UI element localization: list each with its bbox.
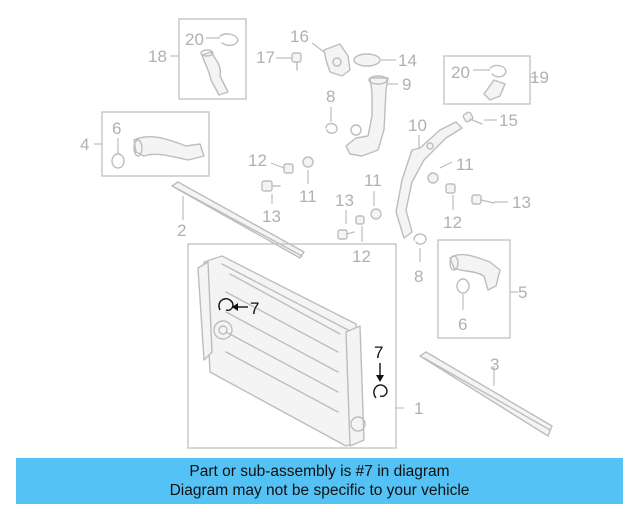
callout-3: 3 xyxy=(490,355,499,374)
callout-14: 14 xyxy=(398,51,417,70)
inset-box-5 xyxy=(437,239,511,339)
callout-2: 2 xyxy=(177,221,186,240)
clamp-14: 14 xyxy=(353,51,417,70)
callout-16: 16 xyxy=(290,27,309,46)
clip-8-lower: 8 xyxy=(413,233,427,286)
bolt-13c-icon xyxy=(471,194,482,205)
clip-8-lower-icon xyxy=(413,233,427,245)
bolt-13b-icon xyxy=(337,229,348,240)
pipe-10-icon xyxy=(395,121,463,239)
callout-12-b: 12 xyxy=(352,247,371,266)
bolt-17: 17 xyxy=(256,48,302,71)
bolt-12b-icon xyxy=(355,215,365,225)
inset-box-18 xyxy=(178,18,247,100)
callout-6-top: 6 xyxy=(112,119,121,138)
hose-clip-7-right-icon xyxy=(373,384,388,399)
bolt-15: 15 xyxy=(462,111,518,130)
hardware-group-left: 12 11 13 xyxy=(248,151,317,226)
callout-15: 15 xyxy=(499,111,518,130)
hose-4-icon xyxy=(133,136,205,161)
inset-box-1 xyxy=(187,243,397,449)
callout-20: 20 xyxy=(185,30,204,49)
clamp-20b-icon xyxy=(489,64,507,78)
inset-box-19 xyxy=(443,55,531,105)
bolt-13a-icon xyxy=(261,180,273,192)
nut-11b-icon xyxy=(370,208,382,220)
banner-line-2: Diagram may not be specific to your vehi… xyxy=(169,482,470,499)
bolt-12a-icon xyxy=(283,163,294,174)
callout-10: 10 xyxy=(408,116,427,135)
callout-13-a: 13 xyxy=(262,207,281,226)
bolt-15-icon xyxy=(462,111,474,123)
hose-assembly-18: 20 18 xyxy=(148,18,247,100)
clip-8-top: 8 xyxy=(325,87,338,134)
pipe-9-icon xyxy=(345,77,389,157)
hose-5-icon xyxy=(449,253,501,291)
hose-18-icon xyxy=(201,51,229,96)
callout-12-c: 12 xyxy=(443,213,462,232)
hose-assembly-19: 20 19 xyxy=(443,55,549,105)
callout-11-c: 11 xyxy=(456,155,474,174)
banner-line-1: Part or sub-assembly is #7 in diagram xyxy=(189,463,450,480)
hose-assembly-5: 6 5 xyxy=(437,239,527,339)
callout-8-lower: 8 xyxy=(414,267,423,286)
sensor-16-icon xyxy=(323,43,351,77)
callout-13-c: 13 xyxy=(512,193,531,212)
callout-1: 1 xyxy=(414,399,423,418)
clip-8-top-icon xyxy=(325,122,338,134)
callout-11-b: 11 xyxy=(364,171,382,190)
callout-19: 19 xyxy=(530,68,549,87)
o-ring-6-lower-icon xyxy=(456,278,470,294)
callout-12-a: 12 xyxy=(248,151,267,170)
clamp-14-icon xyxy=(353,53,381,67)
callout-4: 4 xyxy=(80,135,89,154)
callout-7-left: 7 xyxy=(250,299,259,318)
callout-6-lower: 6 xyxy=(458,315,467,334)
sensor-16: 16 xyxy=(290,27,351,77)
o-ring-6-top-icon xyxy=(111,153,125,169)
intercooler-assembly-1: 1 7 7 xyxy=(187,243,423,449)
hardware-group-center: 11 13 12 xyxy=(335,171,382,266)
bolt-17-icon xyxy=(291,52,302,63)
nut-11c-icon xyxy=(427,172,439,184)
callout-13-b: 13 xyxy=(335,191,354,210)
seal-strip-3: 3 xyxy=(419,351,553,437)
hose-clip-7-left-icon xyxy=(218,298,234,312)
callout-9: 9 xyxy=(402,75,411,94)
callout-11-a: 11 xyxy=(299,187,317,206)
pipe-9: 9 xyxy=(345,75,411,157)
callout-8-top: 8 xyxy=(326,87,335,106)
hardware-group-right: 11 12 13 xyxy=(427,155,531,232)
callout-17: 17 xyxy=(256,48,275,67)
hose-assembly-4: 6 4 xyxy=(80,111,210,177)
bolt-12c-icon xyxy=(445,183,456,194)
nut-11a-icon xyxy=(302,156,314,168)
callout-20-b: 20 xyxy=(451,63,470,82)
hose-19-icon xyxy=(483,79,506,101)
callout-5: 5 xyxy=(518,283,527,302)
clamp-20-icon xyxy=(219,33,239,47)
pipe-10: 10 xyxy=(395,116,463,239)
seal-strip-2: 2 xyxy=(171,181,305,259)
callout-7-right: 7 xyxy=(374,343,383,362)
info-banner: Part or sub-assembly is #7 in diagram Di… xyxy=(16,458,623,504)
callout-18: 18 xyxy=(148,47,167,66)
